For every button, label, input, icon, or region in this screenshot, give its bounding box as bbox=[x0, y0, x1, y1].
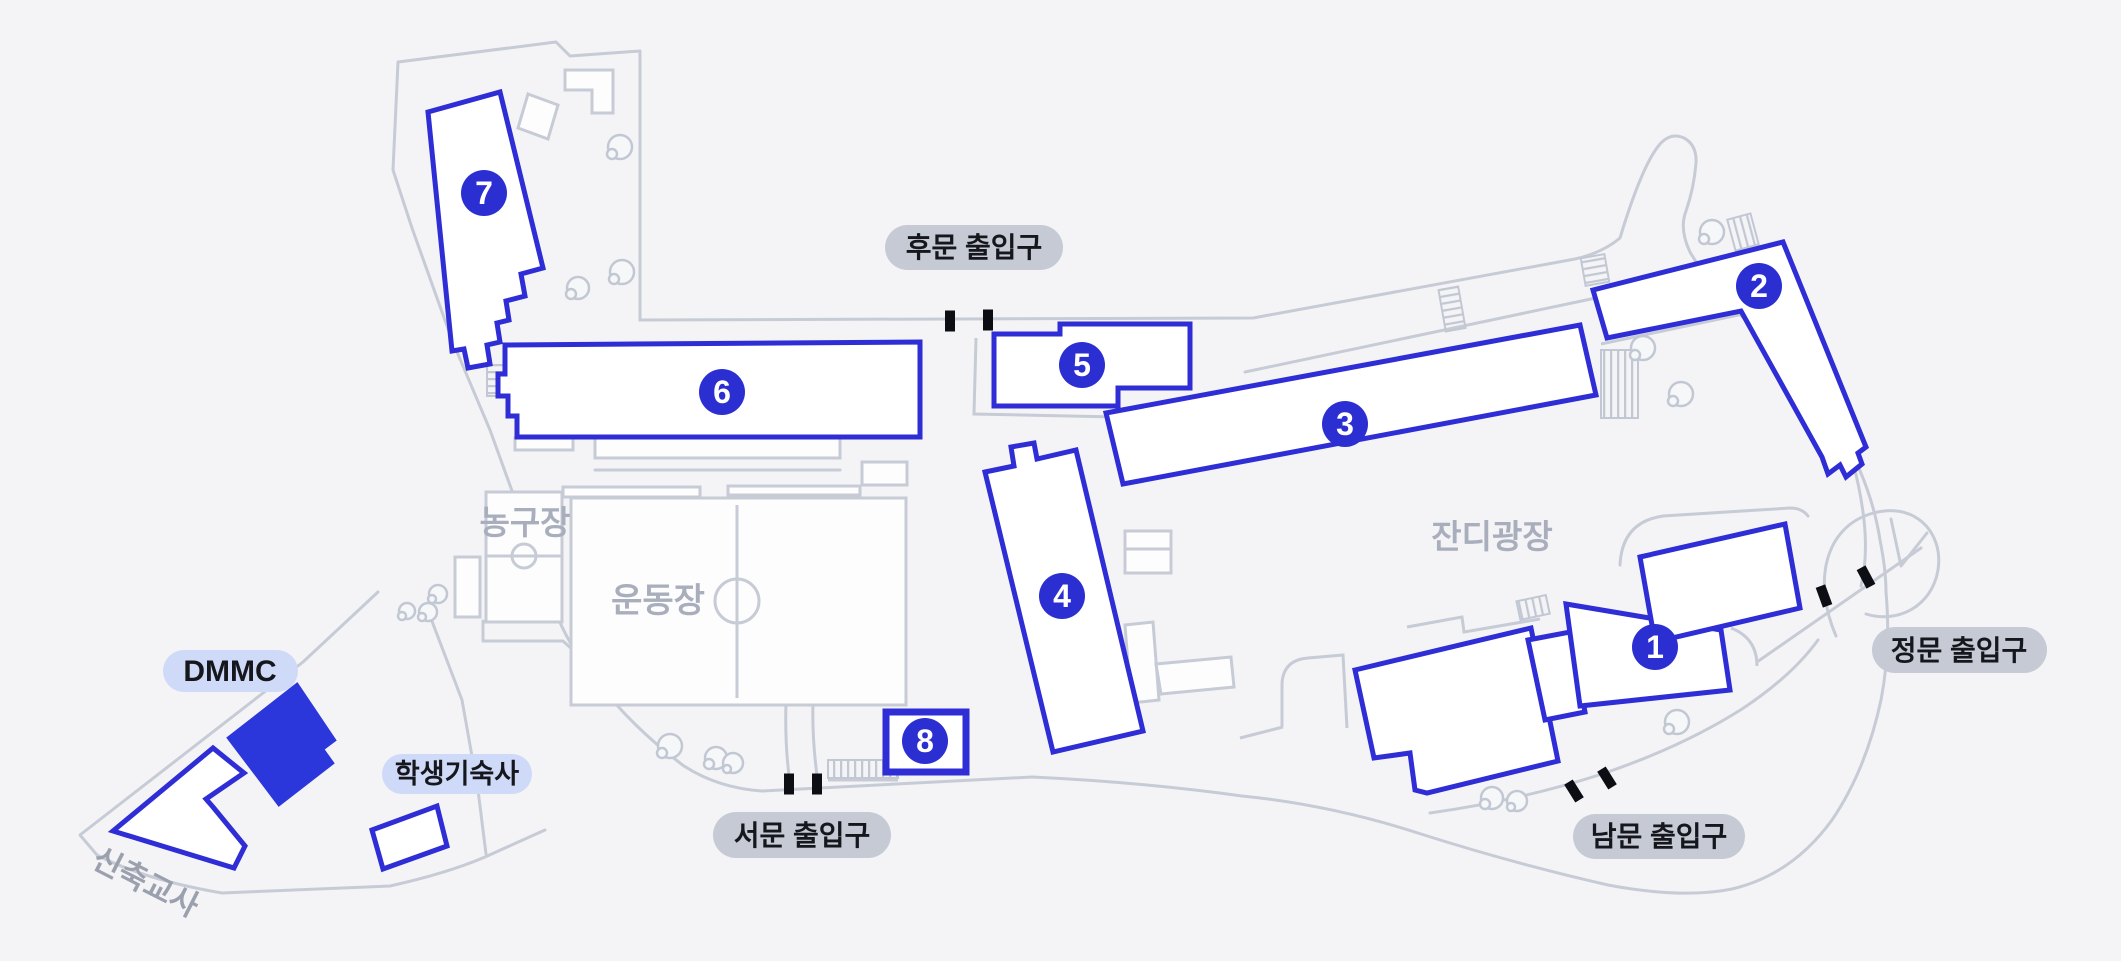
badge-circle bbox=[461, 170, 507, 216]
tree-icon bbox=[655, 732, 684, 760]
badge-circle bbox=[902, 718, 948, 764]
trees bbox=[396, 133, 1726, 813]
pill-background bbox=[885, 225, 1063, 270]
athletic-field bbox=[569, 496, 908, 707]
main-gate-marker bbox=[1815, 584, 1833, 608]
badge-number: 3 bbox=[1336, 406, 1354, 442]
dmmc-building[interactable] bbox=[226, 682, 337, 807]
dormitory-label: 학생기숙사 bbox=[382, 754, 532, 794]
badge-circle bbox=[1632, 624, 1678, 670]
badge-circle bbox=[699, 369, 745, 415]
gate-label-text: 서문 출입구 bbox=[734, 820, 871, 851]
west-gate-label: 서문 출입구 bbox=[713, 812, 891, 858]
stairs-and-crosswalks bbox=[486, 212, 1760, 782]
gate-label-text: 정문 출입구 bbox=[1891, 635, 2028, 666]
south-gate-marker bbox=[1564, 779, 1584, 803]
tree-icon bbox=[564, 275, 591, 301]
badge-number: 1 bbox=[1646, 629, 1664, 665]
gate-label-text: 후문 출입구 bbox=[906, 232, 1043, 263]
south-gate-marker bbox=[1597, 766, 1617, 790]
sports-fields bbox=[453, 490, 908, 707]
main-gate-label: 정문 출입구 bbox=[1872, 627, 2047, 673]
lawn-plaza-label: 잔디광장 bbox=[1431, 518, 1552, 555]
facility-label-text: 학생기숙사 bbox=[395, 759, 519, 789]
gate-markers bbox=[784, 309, 1876, 803]
building-8-badge[interactable]: 8 bbox=[902, 718, 948, 764]
pill-background bbox=[713, 812, 891, 858]
building-1-badge[interactable]: 1 bbox=[1632, 624, 1678, 670]
buildings bbox=[107, 88, 1870, 873]
tree-icon bbox=[1697, 218, 1726, 246]
building-5-badge[interactable]: 5 bbox=[1059, 342, 1105, 388]
basketball-court bbox=[453, 490, 564, 624]
tree-icon bbox=[1666, 380, 1695, 408]
building-7-badge[interactable]: 7 bbox=[461, 170, 507, 216]
tree-icon bbox=[721, 751, 745, 775]
pill-background bbox=[1573, 814, 1745, 859]
west-gate-marker bbox=[784, 773, 794, 795]
tree-icon bbox=[605, 133, 634, 161]
athletic-field-label: 운동장 bbox=[611, 582, 705, 620]
basketball-court-label: 농구장 bbox=[479, 504, 570, 541]
building-2-shape[interactable] bbox=[1589, 239, 1870, 481]
main-gate-marker bbox=[1856, 565, 1876, 589]
new-campus-building bbox=[107, 744, 249, 872]
back-gate-marker bbox=[945, 310, 955, 332]
badge-circle bbox=[1059, 342, 1105, 388]
badge-number: 4 bbox=[1053, 578, 1071, 614]
tree-icon bbox=[1662, 708, 1691, 736]
building-badges: 1 2 3 4 5 6 7 8 bbox=[461, 170, 1782, 764]
back-gate-marker bbox=[983, 309, 993, 331]
pill-background bbox=[382, 754, 532, 794]
badge-number: 6 bbox=[713, 374, 731, 410]
building-1-upper-wing[interactable] bbox=[1637, 520, 1803, 646]
gate-label-text: 남문 출입구 bbox=[1591, 821, 1728, 852]
building-7-shape[interactable] bbox=[425, 88, 547, 371]
badge-number: 8 bbox=[916, 723, 934, 759]
tree-icon bbox=[607, 258, 636, 286]
tree-icon bbox=[396, 601, 417, 622]
building-3-badge[interactable]: 3 bbox=[1322, 401, 1368, 447]
badge-number: 5 bbox=[1073, 347, 1091, 383]
badge-circle bbox=[1736, 263, 1782, 309]
dmmc-label: DMMC bbox=[163, 650, 298, 692]
badge-number: 2 bbox=[1750, 268, 1768, 304]
building-6-badge[interactable]: 6 bbox=[699, 369, 745, 415]
west-gate-marker bbox=[812, 773, 822, 795]
building-2-badge[interactable]: 2 bbox=[1736, 263, 1782, 309]
tree-icon bbox=[1478, 785, 1505, 811]
dormitory-building bbox=[368, 802, 450, 873]
building-1-complex[interactable] bbox=[1352, 520, 1803, 796]
site-boundary bbox=[78, 40, 1890, 895]
south-gate-label: 남문 출입구 bbox=[1573, 814, 1745, 859]
pill-background bbox=[1872, 627, 2047, 673]
facility-label-text: DMMC bbox=[183, 655, 276, 688]
tree-icon bbox=[1505, 789, 1529, 813]
tree-icon bbox=[1628, 334, 1657, 362]
building-4-badge[interactable]: 4 bbox=[1039, 573, 1085, 619]
tree-icon bbox=[416, 601, 439, 623]
back-gate-label: 후문 출입구 bbox=[885, 225, 1063, 270]
building-1-left-wing[interactable] bbox=[1352, 624, 1561, 796]
tree-icon bbox=[426, 583, 449, 605]
badge-number: 7 bbox=[475, 175, 493, 211]
badge-circle bbox=[1322, 401, 1368, 447]
pill-background bbox=[163, 650, 298, 692]
badge-circle bbox=[1039, 573, 1085, 619]
